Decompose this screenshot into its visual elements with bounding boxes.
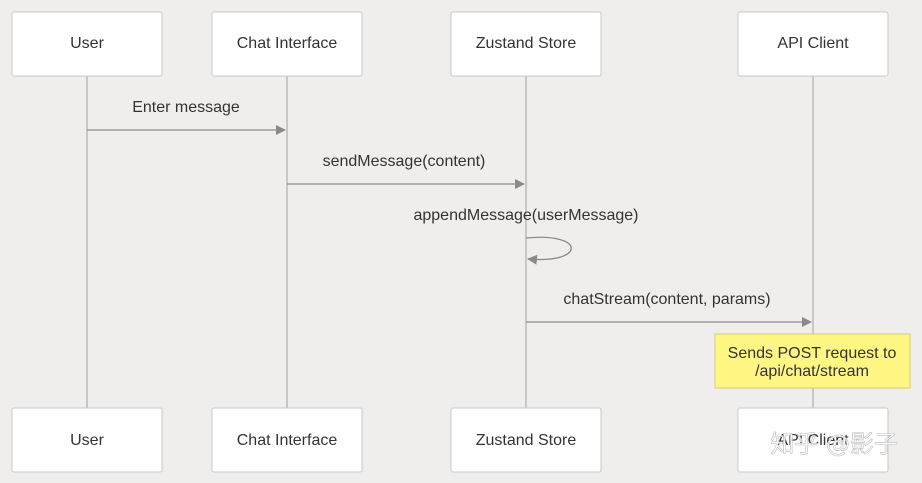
note-box xyxy=(714,333,911,389)
message-send-message: sendMessage(content) xyxy=(287,153,525,189)
actor-label: Zustand Store xyxy=(476,35,577,52)
actor-bottom-chat-interface: Chat Interface xyxy=(211,407,363,473)
actor-top-chat-interface: Chat Interface xyxy=(211,11,363,77)
message-label: appendMessage(userMessage) xyxy=(413,207,638,224)
note-post-request: Sends POST request to /api/chat/stream xyxy=(714,333,911,389)
actor-label: User xyxy=(70,35,104,52)
message-label: chatStream(content, params) xyxy=(563,291,770,308)
actor-top-zustand-store: Zustand Store xyxy=(450,11,602,77)
actor-label: Chat Interface xyxy=(237,35,338,52)
actor-bottom-user: User xyxy=(11,407,163,473)
note-line-1: Sends POST request to xyxy=(728,345,897,362)
actor-top-user: User xyxy=(11,11,163,77)
actor-label: API Client xyxy=(777,35,849,52)
message-label: Enter message xyxy=(132,99,240,116)
note-line-2: /api/chat/stream xyxy=(755,363,869,380)
watermark-text: 知乎 @影子 xyxy=(770,430,898,458)
actor-label: User xyxy=(70,432,104,449)
message-label: sendMessage(content) xyxy=(323,153,486,170)
actor-label: API Client xyxy=(777,432,849,449)
message-enter-message: Enter message xyxy=(87,99,286,135)
self-call-arrow xyxy=(525,236,572,265)
actor-label: Zustand Store xyxy=(476,432,577,449)
actor-bottom-zustand-store: Zustand Store xyxy=(450,407,602,473)
actor-label: Chat Interface xyxy=(237,432,338,449)
message-append-message: appendMessage(userMessage) xyxy=(413,207,639,265)
actor-bottom-api-client: API Client xyxy=(737,407,889,473)
message-chat-stream: chatStream(content, params) xyxy=(526,291,812,327)
actor-top-api-client: API Client xyxy=(737,11,889,77)
